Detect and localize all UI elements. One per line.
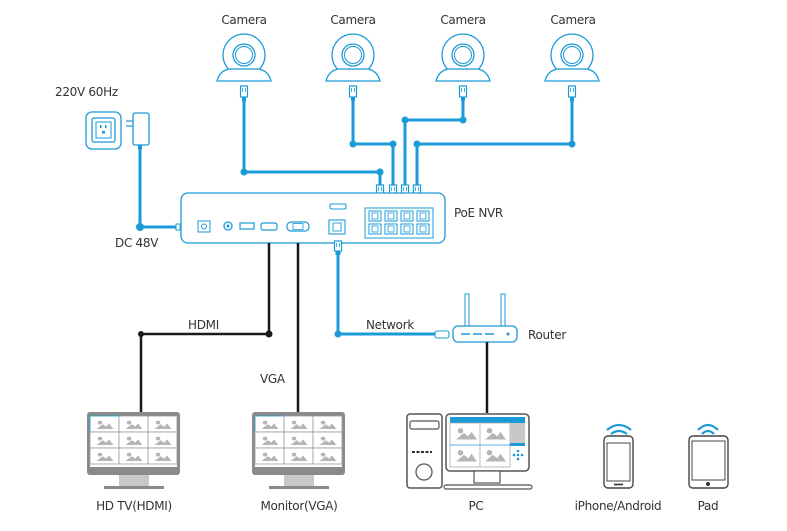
camera-2 <box>325 33 381 102</box>
screen-tile <box>118 415 149 433</box>
router-icon <box>452 293 518 343</box>
power-outlet-icon <box>85 111 122 150</box>
screen-tile <box>147 447 178 465</box>
network-plug <box>434 330 450 339</box>
router-label: Router <box>528 328 566 342</box>
power-cable <box>138 149 176 229</box>
screen-tile <box>118 447 149 465</box>
camera-1 <box>216 33 272 102</box>
screen-tile <box>118 431 149 449</box>
screen-tile <box>283 415 314 433</box>
network-label: Network <box>366 318 415 332</box>
camera-3-label: Camera <box>440 13 486 27</box>
camera-3 <box>435 33 491 102</box>
screen-tile <box>147 415 178 433</box>
screen-tile <box>283 447 314 465</box>
screen-tile <box>254 415 285 433</box>
pc-label: PC <box>468 499 484 513</box>
dc-power-label: DC 48V <box>115 236 159 250</box>
screen-tile <box>254 431 285 449</box>
screen-tile <box>147 431 178 449</box>
hdmi-label: HDMI <box>188 318 219 332</box>
nvr-device <box>180 192 446 244</box>
monitor-label: Monitor(VGA) <box>260 499 338 513</box>
network-cable-node <box>334 330 342 338</box>
hdmi-cable-node <box>138 331 144 337</box>
power-adapter-icon <box>126 112 150 149</box>
pc-icon <box>406 413 533 490</box>
screen-tile <box>254 447 285 465</box>
screen-tile <box>312 431 343 449</box>
tablet-label: Pad <box>697 499 719 513</box>
camera-cables <box>242 101 574 185</box>
phone-label: iPhone/Android <box>574 499 662 513</box>
camera-1-label: Camera <box>221 13 267 27</box>
power-cable-node <box>136 223 144 231</box>
hdmi-cable <box>139 243 271 412</box>
camera-cable-nodes <box>240 116 576 176</box>
camera-2-label: Camera <box>330 13 376 27</box>
screen-tile <box>89 415 120 433</box>
tv-grid <box>89 415 178 465</box>
screen-tile <box>89 447 120 465</box>
screen-tile <box>89 431 120 449</box>
smartphone-icon <box>603 423 634 489</box>
camera-4 <box>544 33 600 102</box>
mains-power-label: 220V 60Hz <box>55 85 118 99</box>
hdmi-cable-node <box>265 330 273 338</box>
screen-tile <box>283 431 314 449</box>
vga-label: VGA <box>260 372 285 386</box>
screen-tile <box>312 447 343 465</box>
camera-4-label: Camera <box>550 13 596 27</box>
tv-label: HD TV(HDMI) <box>96 499 172 513</box>
tablet-icon <box>688 423 729 489</box>
nvr-label: PoE NVR <box>454 206 503 220</box>
monitor-grid <box>254 415 343 465</box>
screen-tile <box>312 415 343 433</box>
